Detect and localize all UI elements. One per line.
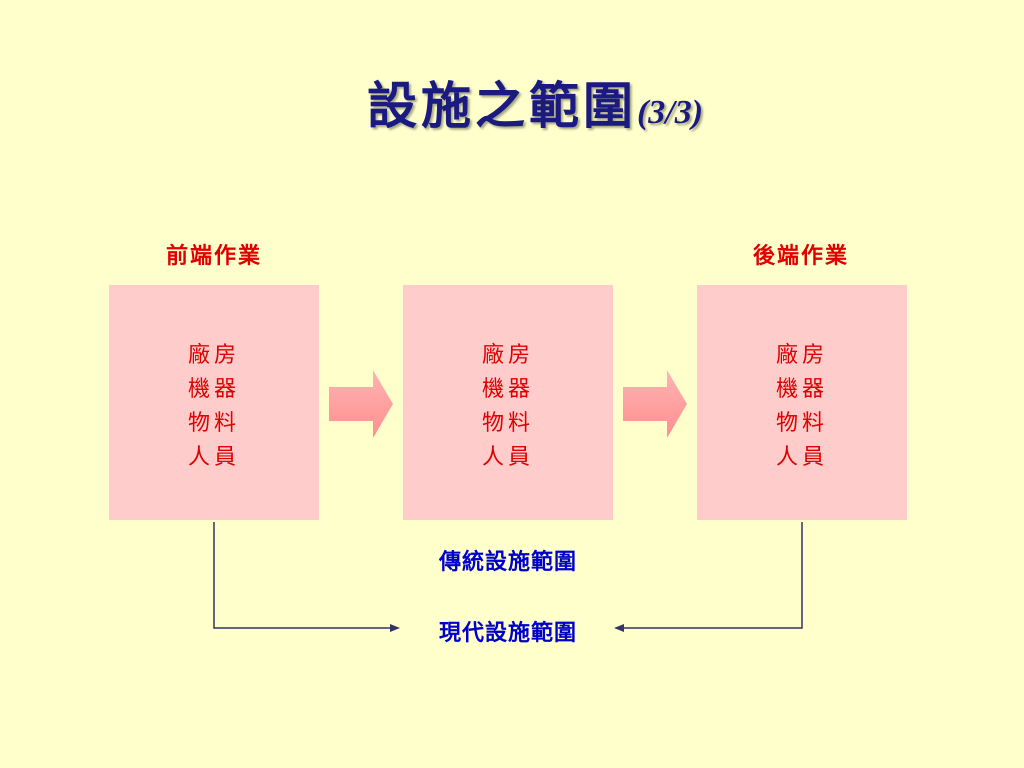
box-item: 物料	[775, 411, 828, 436]
box-item: 機器	[775, 377, 828, 402]
traditional-scope-label: 傳統設施範圍	[438, 549, 577, 575]
box-item-list: 廠房 機器 物料 人員	[403, 339, 613, 475]
box-item-list: 廠房 機器 物料 人員	[109, 339, 319, 475]
title-suffix: (3/3)	[636, 94, 704, 131]
process-box-back: 廠房 機器 物料 人員	[697, 285, 907, 520]
box-item: 人員	[775, 445, 828, 470]
box-item: 機器	[187, 377, 240, 402]
flow-arrow-right-icon	[623, 370, 687, 438]
title-main: 設施之範圍	[366, 76, 637, 135]
process-box-front: 廠房 機器 物料 人員	[109, 285, 319, 520]
flow-arrow-right-icon	[329, 370, 393, 438]
box-item: 機器	[481, 377, 534, 402]
connector-arrowhead-icon	[614, 624, 624, 632]
box-item: 廠房	[187, 343, 240, 368]
connector-arrowhead-icon	[390, 624, 400, 632]
box-item: 人員	[481, 445, 534, 470]
back-stage-label: 後端作業	[752, 243, 849, 269]
process-box-middle: 廠房 機器 物料 人員	[403, 285, 613, 520]
modern-scope-label: 現代設施範圍	[438, 620, 577, 646]
box-item-list: 廠房 機器 物料 人員	[697, 339, 907, 475]
box-item: 人員	[187, 445, 240, 470]
front-stage-label: 前端作業	[165, 243, 262, 269]
box-item: 廠房	[481, 343, 534, 368]
page-title: 設施之範圍(3/3)	[0, 66, 1024, 138]
box-item: 物料	[187, 411, 240, 436]
box-item: 物料	[481, 411, 534, 436]
box-item: 廠房	[775, 343, 828, 368]
